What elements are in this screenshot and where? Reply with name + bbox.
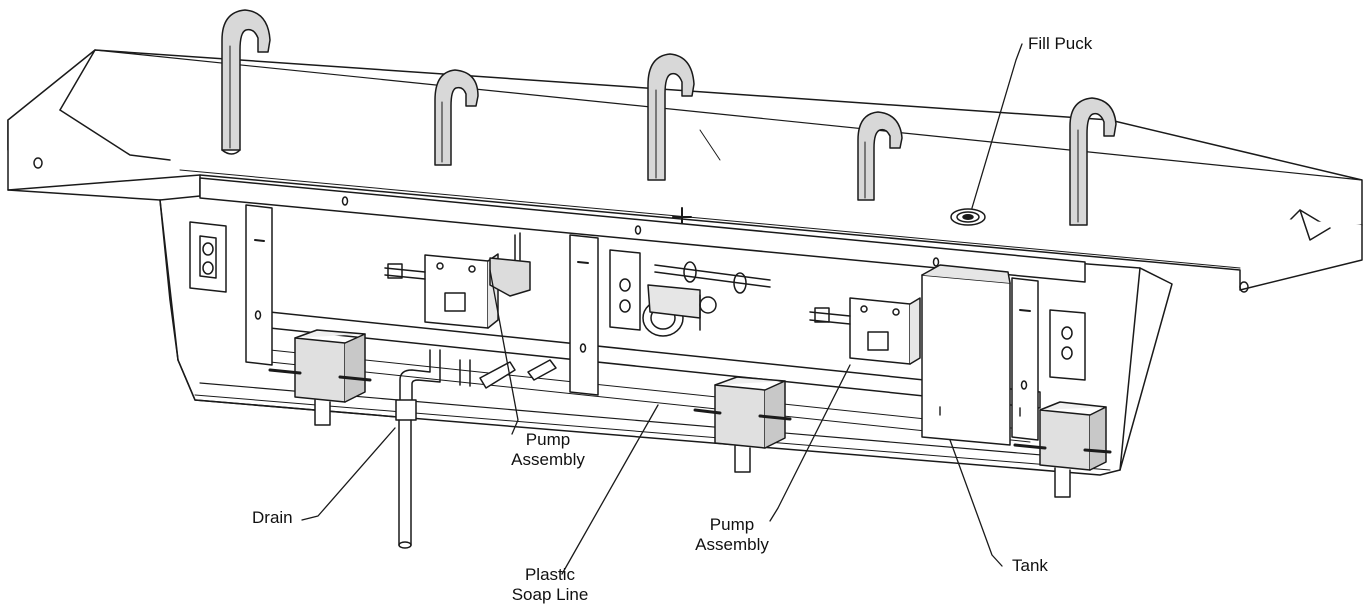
pump-assembly-right-line1: Pump	[709, 515, 755, 534]
soap-line-line2: Soap Line	[511, 585, 589, 604]
faucet-2	[434, 69, 479, 166]
callout-drain: Drain	[252, 508, 293, 528]
pump-assembly-left	[384, 232, 531, 329]
pump-assembly-left-line1: Pump	[525, 430, 571, 449]
tank-label: Tank	[1012, 556, 1048, 575]
countertop-deck	[7, 49, 1363, 293]
pump-assembly-right	[809, 297, 921, 365]
leader-lines	[301, 43, 1023, 575]
valve-block-left	[268, 329, 372, 426]
leader-tank	[949, 439, 1003, 567]
fill-puck	[950, 208, 986, 226]
faucet-4	[857, 111, 903, 201]
outlet-left	[189, 221, 227, 293]
callout-pump-assembly-right: Pump Assembly	[692, 515, 772, 555]
faucet-5	[1069, 97, 1117, 226]
valve-block-right	[1013, 401, 1112, 498]
callout-fill-puck: Fill Puck	[1028, 34, 1092, 54]
soap-line-line1: Plastic	[524, 565, 576, 584]
fill-puck-label: Fill Puck	[1028, 34, 1093, 53]
callout-tank: Tank	[1012, 556, 1048, 576]
outlet-right	[1049, 309, 1086, 381]
valve-block-center	[693, 376, 792, 473]
vertical-posts	[245, 204, 1039, 441]
center-valve-cluster	[642, 261, 771, 337]
support-rail-upper	[199, 177, 1086, 283]
leader-fill-puck	[971, 43, 1023, 209]
faucet-1	[221, 9, 271, 155]
tank	[921, 264, 1021, 446]
leader-pump-right	[769, 364, 851, 522]
faucet-3	[647, 53, 695, 181]
pump-assembly-left-line2: Assembly	[511, 450, 585, 469]
outlet-center	[609, 249, 641, 331]
leader-soap-line	[561, 404, 659, 575]
leader-pump-left	[489, 269, 519, 435]
callout-plastic-soap-line: Plastic Soap Line	[505, 565, 595, 605]
leader-drain	[301, 427, 396, 521]
pump-assembly-right-line2: Assembly	[695, 535, 769, 554]
drain-label: Drain	[252, 508, 293, 527]
drain-pipe	[395, 349, 557, 549]
callout-pump-assembly-left: Pump Assembly	[508, 430, 588, 470]
